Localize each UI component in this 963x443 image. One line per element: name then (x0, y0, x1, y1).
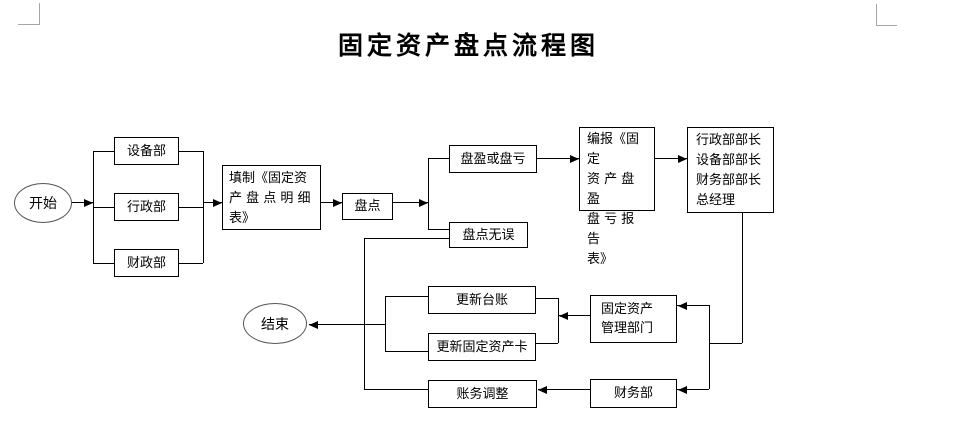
connector-line (364, 324, 385, 325)
connector-line (393, 202, 428, 203)
connector-line (385, 296, 428, 297)
connector-line (364, 238, 365, 389)
dept-equipment-node[interactable]: 设备部 (114, 137, 179, 165)
connector-line (655, 158, 687, 159)
connector-line (203, 151, 204, 263)
connector-line (538, 389, 590, 390)
connector-line (364, 238, 449, 239)
connector-line (742, 213, 743, 343)
report-node[interactable]: 编报《固定 资 产 盘 盈 盘 亏 报 告 表》 (579, 127, 655, 267)
update-ledger-node[interactable]: 更新台账 (428, 286, 536, 314)
page-corner-mark-top-left-horizontal (18, 24, 40, 25)
arrowhead-icon (570, 154, 579, 163)
approvers-node[interactable]: 行政部部长 设备部部长 财务部部长 总经理 (687, 127, 774, 213)
arrowhead-icon (559, 311, 568, 320)
asset-mgmt-dept-node[interactable]: 固定资产 管理部门 (590, 295, 677, 343)
page-corner-mark-top-left-vertical (39, 3, 40, 24)
connector-line (536, 298, 558, 299)
connector-line (537, 158, 579, 159)
connector-line (709, 305, 710, 389)
page-title: 固定资产盘点流程图 (338, 31, 600, 60)
connector-line (93, 151, 114, 152)
arrowhead-icon (213, 198, 222, 207)
connector-line (321, 202, 342, 203)
connector-line (93, 263, 114, 264)
connector-line (428, 158, 449, 159)
connector-line (179, 263, 203, 264)
arrowhead-icon (678, 301, 687, 310)
connector-line (364, 389, 428, 390)
connector-line (203, 202, 222, 203)
dept-admin-node[interactable]: 行政部 (114, 193, 179, 221)
account-adjustment-node[interactable]: 账务调整 (428, 380, 537, 408)
end-node[interactable]: 结束 (243, 303, 307, 344)
connector-line (536, 343, 558, 344)
inventory-node[interactable]: 盘点 (342, 193, 393, 220)
arrowhead-icon (309, 320, 318, 329)
connector-line (309, 324, 364, 325)
arrowhead-icon (538, 385, 547, 394)
connector-line (677, 389, 709, 390)
arrowhead-icon (678, 385, 687, 394)
start-node[interactable]: 开始 (14, 183, 72, 223)
finance-dept-node[interactable]: 财务部 (590, 379, 677, 408)
arrowhead-icon (419, 198, 428, 207)
connector-line (677, 305, 709, 306)
connector-line (179, 151, 203, 152)
arrowhead-icon (678, 154, 687, 163)
arrowhead-icon (333, 198, 342, 207)
arrowhead-icon (84, 198, 93, 207)
connector-line (428, 229, 449, 230)
page-corner-mark-top-right-vertical (876, 4, 877, 25)
update-asset-card-node[interactable]: 更新固定资产卡 (428, 333, 536, 361)
connector-line (385, 351, 428, 352)
connector-line (428, 158, 429, 229)
connector-line (93, 207, 114, 208)
connector-line (559, 315, 590, 316)
surplus-or-deficit-node[interactable]: 盘盈或盘亏 (449, 145, 537, 173)
connector-line (179, 207, 203, 208)
connector-line (709, 343, 742, 344)
page-corner-mark-top-right-horizontal (876, 25, 897, 26)
fill-form-node[interactable]: 填制《固定资 产 盘 点 明 细 表》 (222, 165, 321, 230)
dept-finance-node[interactable]: 财政部 (114, 249, 179, 277)
connector-line (558, 298, 559, 343)
inventory-ok-node[interactable]: 盘点无误 (449, 222, 528, 248)
connector-line (72, 202, 93, 203)
connector-line (385, 296, 386, 351)
